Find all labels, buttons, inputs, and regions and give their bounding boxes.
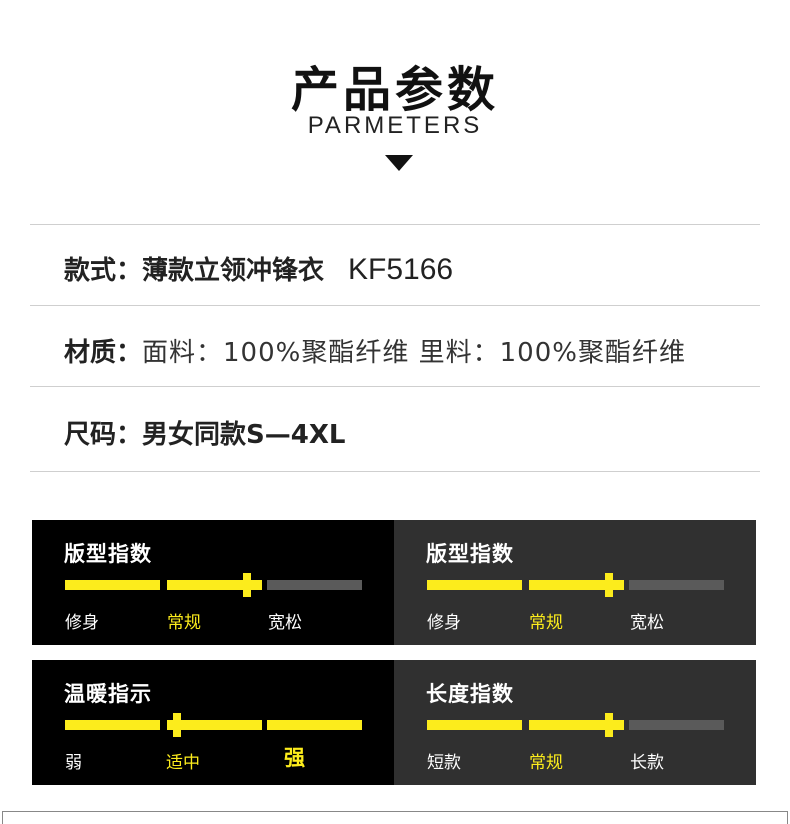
scale-label: 弱	[65, 753, 82, 773]
divider	[30, 305, 760, 306]
param-row-material: 材质：面料：100%聚酯纤维 里料：100%聚酯纤维	[64, 332, 686, 369]
scale-segment	[167, 580, 262, 590]
scale-segment	[629, 720, 724, 730]
fit-index-panel: 版型指数 修身 常规 宽松	[32, 520, 394, 645]
param-key: 材质：	[64, 338, 143, 368]
scale-label: 适中	[166, 753, 200, 773]
warmth-index-panel: 温暖指示 弱 适中 强	[32, 660, 394, 785]
next-section-frame	[2, 811, 788, 824]
triangle-down-icon	[385, 155, 413, 171]
scale-label: 宽松	[268, 613, 302, 633]
scale-label-selected: 常规	[529, 613, 563, 633]
scale-label: 修身	[65, 613, 99, 633]
scale-segment	[529, 580, 624, 590]
product-code: KF5166	[348, 253, 454, 286]
divider	[30, 386, 760, 387]
page-title: 产品参数	[290, 62, 499, 118]
scale-segment	[167, 720, 262, 730]
scale-segment	[427, 720, 522, 730]
param-value: 面料：100%聚酯纤维 里料：100%聚酯纤维	[142, 338, 686, 368]
panel-title: 版型指数	[426, 542, 514, 566]
scale-segment	[629, 580, 724, 590]
scale-segment	[427, 580, 522, 590]
panel-title: 温暖指示	[64, 682, 152, 706]
length-index-panel: 长度指数 短款 常规 长款	[394, 660, 756, 785]
scale-segment	[65, 720, 160, 730]
scale-label: 宽松	[630, 613, 664, 633]
divider	[30, 224, 760, 225]
scale-marker	[605, 713, 613, 737]
scale-label-selected: 强	[284, 746, 305, 770]
scale-segment	[529, 720, 624, 730]
param-row-size: 尺码：男女同款S—4XL	[64, 414, 345, 451]
scale-segment	[267, 720, 362, 730]
scale-segment	[65, 580, 160, 590]
scale-segment	[267, 580, 362, 590]
param-row-style: 款式：薄款立领冲锋衣 KF5166	[64, 250, 453, 287]
page-subtitle: PARMETERS	[307, 112, 483, 139]
scale-label-selected: 常规	[529, 753, 563, 773]
param-value: 男女同款S—4XL	[142, 420, 346, 450]
scale-label: 短款	[427, 753, 461, 773]
scale-marker	[173, 713, 181, 737]
scale-marker	[243, 573, 251, 597]
scale-label: 修身	[427, 613, 461, 633]
param-value: 薄款立领冲锋衣	[142, 256, 325, 286]
param-key: 款式：	[64, 256, 143, 286]
divider	[30, 471, 760, 472]
scale-label-selected: 常规	[167, 613, 201, 633]
fit-index-panel: 版型指数 修身 常规 宽松	[394, 520, 756, 645]
scale-label: 长款	[630, 753, 664, 773]
panel-title: 版型指数	[64, 542, 152, 566]
param-key: 尺码：	[64, 420, 143, 450]
panel-title: 长度指数	[426, 682, 514, 706]
scale-marker	[605, 573, 613, 597]
